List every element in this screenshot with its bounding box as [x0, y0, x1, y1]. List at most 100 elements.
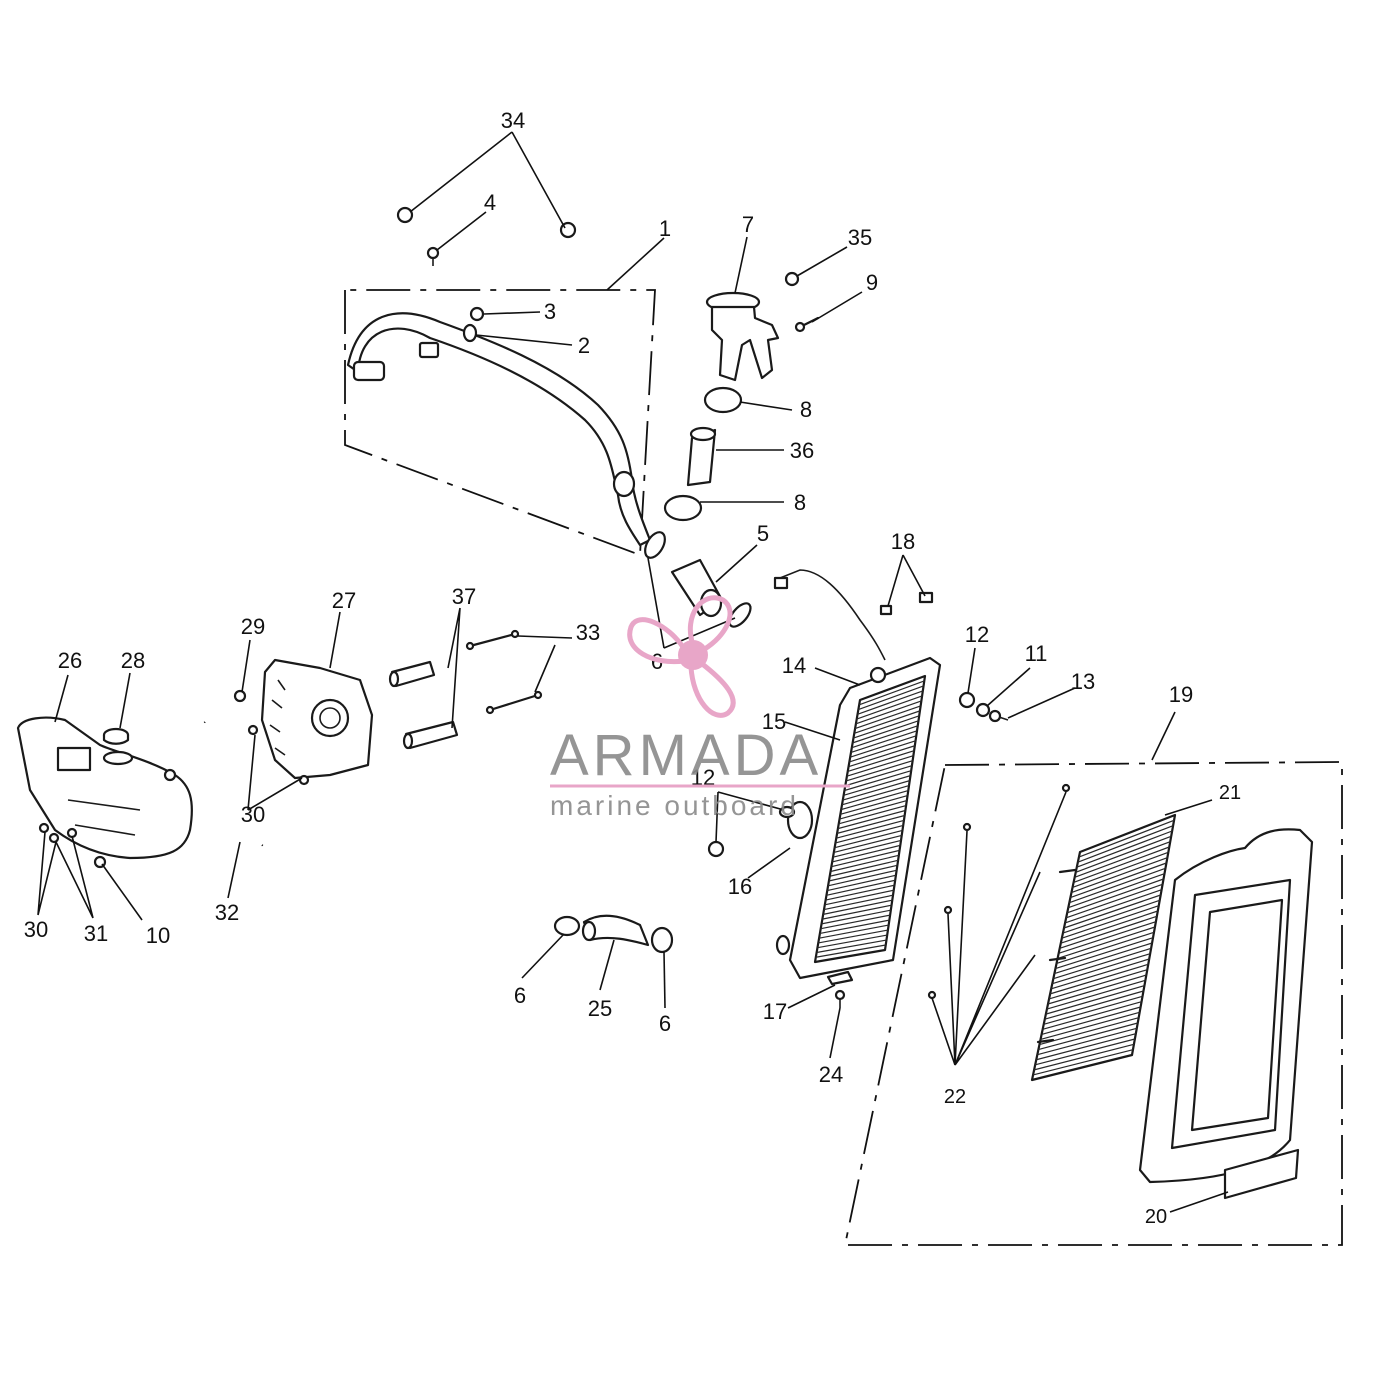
callout-4: 4 — [484, 190, 496, 215]
hatch-line — [1067, 878, 1164, 914]
grommet-icon — [958, 691, 976, 709]
hatch-line — [832, 844, 901, 863]
callout-1: 1 — [659, 216, 671, 241]
dowel-sleeve — [388, 660, 436, 688]
hatch-line — [841, 785, 910, 806]
hatch-line — [821, 909, 891, 925]
lower-hose — [581, 914, 650, 947]
callout-32: 32 — [215, 900, 239, 925]
callout-16: 16 — [728, 874, 752, 899]
hatch-line — [845, 760, 913, 782]
washer-icon — [66, 827, 78, 839]
hatch-line — [1072, 851, 1169, 889]
hatch-line — [842, 780, 910, 801]
hatch-line — [823, 899, 893, 915]
callout-12: 12 — [965, 622, 989, 647]
hatch-line — [1038, 1022, 1138, 1051]
group-outline-1 — [344, 289, 656, 557]
callout-30: 30 — [241, 802, 265, 827]
hatch-line — [850, 730, 918, 753]
nut-icon — [879, 604, 893, 616]
hatch-line — [1037, 1027, 1137, 1056]
hose-36 — [686, 426, 717, 487]
hatch-line — [832, 839, 902, 858]
nut-icon — [918, 591, 934, 604]
hatch-line — [1044, 990, 1144, 1020]
screw-icon — [469, 306, 485, 322]
stud-icon — [465, 629, 520, 651]
callout-3: 3 — [544, 299, 556, 324]
hatch-line — [845, 765, 913, 787]
hatch-line — [1068, 873, 1165, 909]
hatch-line — [848, 745, 915, 768]
hatch-line — [836, 819, 905, 839]
callout-35: 35 — [848, 225, 872, 250]
hatch-line — [856, 695, 923, 720]
hatch-line — [830, 854, 899, 873]
hatch-line — [828, 864, 898, 882]
hatch-line — [840, 794, 908, 815]
callout-17: 17 — [763, 999, 787, 1024]
callout-20: 20 — [1145, 1206, 1167, 1228]
hatch-line — [1054, 942, 1153, 975]
hatch-line — [1046, 979, 1146, 1010]
washer-icon — [298, 774, 310, 786]
hatch-line — [858, 685, 924, 711]
hose-clamp — [553, 915, 581, 937]
filler-neck — [705, 291, 780, 382]
radiator-core-grid — [815, 680, 925, 958]
callout-13: 13 — [1071, 669, 1095, 694]
hose-clamp — [644, 531, 666, 559]
hatch-line — [1071, 857, 1168, 894]
hatch-line — [829, 859, 899, 877]
hatch-line — [823, 894, 894, 911]
hatch-line — [849, 735, 917, 758]
watermark-brand: ARMADA — [550, 723, 822, 788]
hatch-line — [1045, 985, 1145, 1015]
rivet-icon — [927, 990, 937, 1000]
hatch-line — [825, 884, 895, 901]
hatch-line — [818, 929, 889, 944]
hatch-line — [1041, 1006, 1141, 1035]
hatch-line — [1064, 889, 1162, 924]
bracket-17 — [826, 970, 854, 986]
hatch-line — [1063, 894, 1161, 929]
radiator-screen — [1030, 813, 1177, 1082]
hatch-line — [847, 750, 915, 773]
hatch-line — [841, 790, 909, 811]
hatch-line — [818, 924, 889, 939]
hatch-line — [1055, 937, 1154, 970]
stud-icon — [485, 690, 543, 715]
hatch-line — [836, 814, 905, 834]
hatch-line — [1060, 910, 1158, 944]
hatch-line — [855, 700, 922, 725]
coolant-reservoir — [16, 716, 193, 860]
callout-6: 6 — [659, 1011, 671, 1036]
hatch-line — [820, 914, 891, 930]
hatch-line — [1076, 830, 1173, 868]
grommet-icon — [707, 840, 725, 858]
watermark: ARMADA marine outboard — [550, 595, 850, 821]
hatch-line — [816, 939, 887, 954]
hose-clamp — [728, 602, 752, 628]
callout-36: 36 — [790, 438, 814, 463]
callout-14: 14 — [782, 653, 806, 678]
hatch-line — [849, 740, 916, 763]
hatch-line — [839, 799, 907, 820]
screw-icon — [834, 989, 846, 1008]
rivet-icon — [962, 822, 972, 832]
hatch-line — [1073, 846, 1170, 883]
callout-30: 30 — [24, 917, 48, 942]
hatch-line — [846, 755, 914, 777]
radiator — [773, 569, 942, 980]
callout-22: 22 — [944, 1086, 966, 1108]
nut-icon — [48, 832, 60, 844]
hatch-line — [1049, 963, 1149, 995]
hatch-line — [1069, 867, 1166, 904]
propeller-icon — [627, 595, 736, 718]
hatch-line — [851, 725, 918, 749]
washer-icon — [975, 702, 991, 718]
callout-11: 11 — [1025, 641, 1048, 666]
washer-icon — [462, 323, 478, 343]
bolt-icon — [784, 271, 800, 287]
